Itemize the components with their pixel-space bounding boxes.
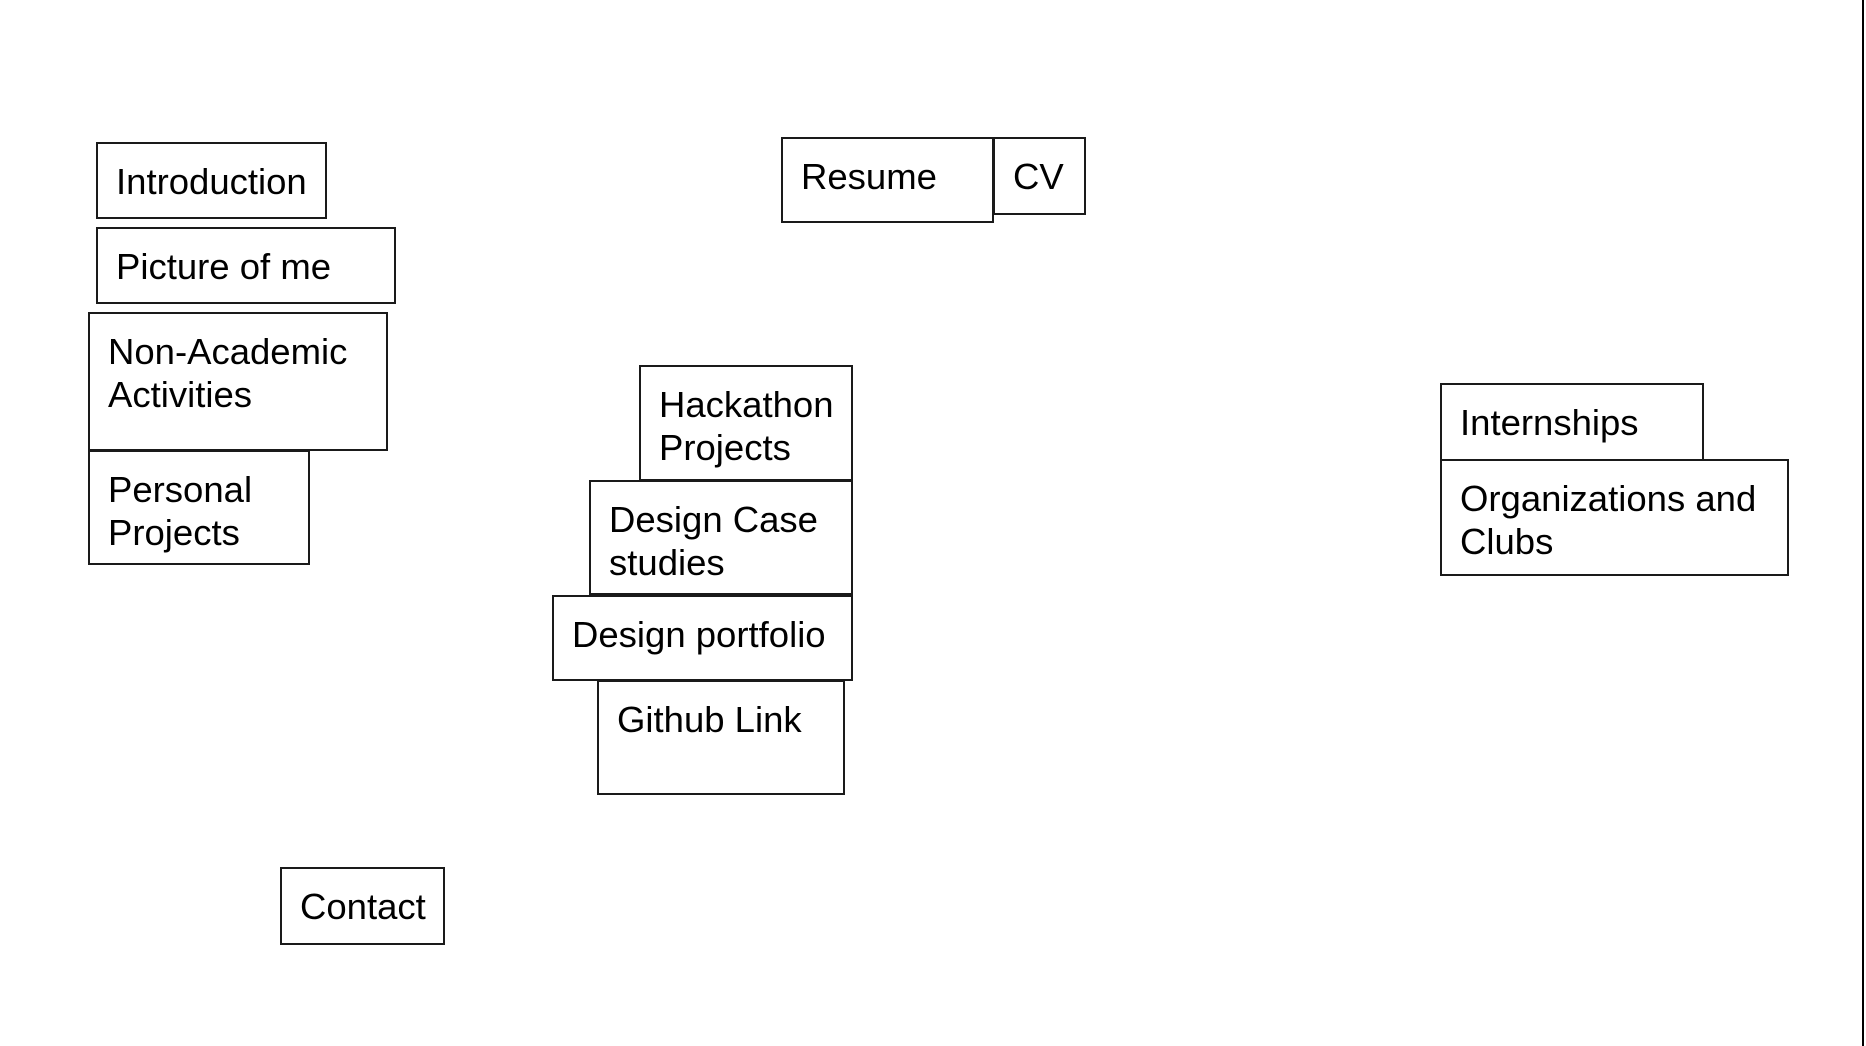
internships-box: Internships xyxy=(1440,383,1704,461)
personal-projects-box: Personal Projects xyxy=(88,450,310,565)
resume-box: Resume xyxy=(781,137,994,223)
picture-of-me-box: Picture of me xyxy=(96,227,396,304)
design-portfolio-box: Design portfolio xyxy=(552,595,853,681)
design-case-studies-box: Design Case studies xyxy=(589,480,853,595)
organizations-and-clubs-box: Organizations and Clubs xyxy=(1440,459,1789,576)
right-edge-line xyxy=(1862,0,1864,1046)
contact-box: Contact xyxy=(280,867,445,945)
cv-box: CV xyxy=(993,137,1086,215)
hackathon-projects-box: Hackathon Projects xyxy=(639,365,853,481)
non-academic-activities-box: Non-Academic Activities xyxy=(88,312,388,451)
github-link-box: Github Link xyxy=(597,680,845,795)
introduction-box: Introduction xyxy=(96,142,327,219)
